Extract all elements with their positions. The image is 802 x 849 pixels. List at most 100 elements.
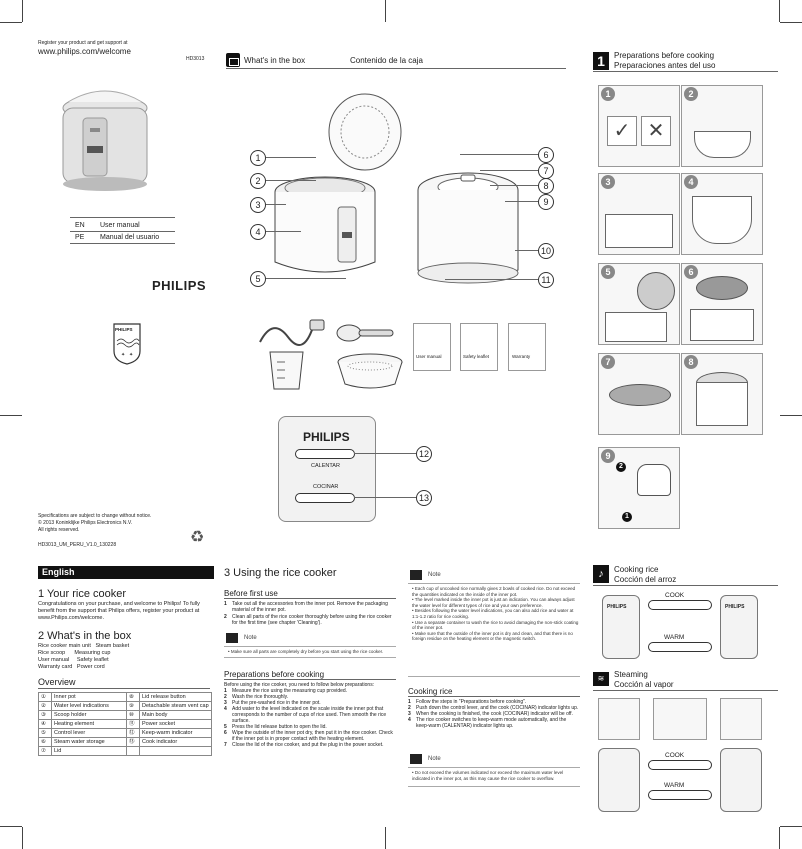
doc-safety-leaflet: Safety leaflet bbox=[460, 323, 498, 371]
using-title: 3 Using the rice cooker bbox=[224, 567, 337, 579]
steam-panel-left bbox=[598, 748, 640, 812]
before-first-use-title: Before first use bbox=[224, 589, 278, 598]
s2-title: 2 What's in the box bbox=[38, 630, 132, 642]
prep-step-8-marker: 8 bbox=[684, 355, 698, 369]
notes-label: Note bbox=[428, 572, 441, 578]
cook-label: COOK bbox=[665, 592, 685, 599]
philips-logo: PHILIPS bbox=[152, 278, 207, 293]
keep-warm-light bbox=[295, 449, 355, 459]
prep-step-9-marker: 9 bbox=[601, 449, 615, 463]
cook-panel-left: PHILIPS bbox=[602, 595, 640, 659]
note1-text: • Make sure all parts are completely dry… bbox=[228, 649, 384, 654]
control-panel-diagram bbox=[278, 416, 376, 522]
callout-10: 10 bbox=[538, 243, 554, 259]
prep-step-9-sub-1: 1 bbox=[622, 512, 632, 522]
svg-text:✦: ✦ bbox=[121, 352, 125, 358]
box-title-es: Contenido de la caja bbox=[350, 56, 423, 65]
note2-label: Note bbox=[428, 756, 441, 762]
steam-warm-label: WARM bbox=[664, 782, 685, 789]
callout-12: 12 bbox=[416, 446, 432, 462]
box-item-2: Rice scoop Measuring cup bbox=[38, 650, 111, 656]
rice-scoop-image bbox=[336, 324, 394, 342]
note-icon bbox=[226, 633, 238, 643]
english-tab: English bbox=[38, 566, 214, 579]
steaming-title-es: Cocción al vapor bbox=[614, 680, 674, 689]
cook-indicator-bar bbox=[648, 600, 712, 610]
shield-text: PHILIPS bbox=[115, 327, 133, 332]
power-cord-image bbox=[259, 319, 325, 346]
steam-cook-bar bbox=[648, 760, 712, 770]
callout-6: 6 bbox=[538, 147, 554, 163]
cooking-title-en: Cooking rice bbox=[614, 565, 659, 574]
doc-warranty: Warranty bbox=[508, 323, 546, 371]
callout-11: 11 bbox=[538, 272, 554, 288]
box-item-4: Warranty card Power cord bbox=[38, 664, 105, 670]
copyright: © 2013 Koninklijke Philips Electronics N… bbox=[38, 520, 133, 526]
lang-code-pe: PE bbox=[75, 234, 85, 241]
prep-title-en: Preparations before cooking bbox=[614, 51, 715, 60]
panel-brand: PHILIPS bbox=[303, 430, 350, 444]
steaming-icon: ≋ bbox=[593, 672, 609, 686]
lang-label-en: User manual bbox=[100, 222, 140, 229]
svg-text:✦: ✦ bbox=[129, 352, 133, 358]
callout-3: 3 bbox=[250, 197, 266, 213]
philips-shield-icon: ✦ ✦ bbox=[113, 323, 141, 365]
prep-before-cooking-title: Preparations before cooking bbox=[224, 670, 325, 679]
callout-9: 9 bbox=[538, 194, 554, 210]
register-text: Register your product and get support at bbox=[38, 40, 128, 46]
callout-5: 5 bbox=[250, 271, 266, 287]
prep-step-3-marker: 3 bbox=[601, 175, 615, 189]
panel-cocinar: COCINAR bbox=[313, 484, 339, 490]
callout-8: 8 bbox=[538, 178, 554, 194]
box-title-en: What's in the box bbox=[244, 56, 306, 65]
box-section-icon bbox=[226, 53, 240, 67]
welcome-url[interactable]: www.philips.com/welcome bbox=[38, 47, 131, 56]
steaming-title-en: Steaming bbox=[614, 670, 648, 679]
s1-text: Congratulations on your purchase, and we… bbox=[38, 601, 200, 621]
prep-step-4-marker: 4 bbox=[684, 175, 698, 189]
doc-user-manual: User manual bbox=[413, 323, 451, 371]
s1-title: 1 Your rice cooker bbox=[38, 588, 127, 600]
warm-label: WARM bbox=[664, 634, 685, 641]
closed-rice-cooker-diagram bbox=[417, 172, 519, 284]
cook-light bbox=[295, 493, 355, 503]
note-icon-3 bbox=[410, 754, 422, 764]
notes-bullets: • Each cup of uncooked rice normally giv… bbox=[412, 586, 579, 642]
prep-step-8-image bbox=[681, 353, 763, 435]
steam-step-3-image bbox=[720, 698, 762, 740]
callout-1: 1 bbox=[250, 150, 266, 166]
cooking-title-es: Cocción del arroz bbox=[614, 575, 677, 584]
panel-calentar: CALENTAR bbox=[311, 463, 340, 469]
steam-panel-right bbox=[720, 748, 762, 812]
note2-text: • Do not exceed the volumes indicated no… bbox=[412, 770, 564, 781]
box-item-1: Rice cooker main unit Steam basket bbox=[38, 643, 130, 649]
lang-label-pe: Manual del usuario bbox=[100, 234, 160, 241]
rights: All rights reserved. bbox=[38, 527, 80, 533]
prep-step-9-sub-2: 2 bbox=[616, 462, 626, 472]
prep-intro: Before using the rice cooker, you need t… bbox=[224, 682, 375, 688]
callout-4: 4 bbox=[250, 224, 266, 240]
box-item-3: User manual Safety leaflet bbox=[38, 657, 109, 663]
cooking-icon: ♪ bbox=[593, 565, 609, 583]
rice-cooker-cover-image bbox=[62, 90, 148, 191]
steam-step-1-image bbox=[598, 698, 640, 740]
prep-section-number: 1 bbox=[593, 52, 609, 70]
warm-indicator-bar bbox=[648, 642, 712, 652]
steam-step-2-image bbox=[653, 698, 707, 740]
prep-step-7-marker: 7 bbox=[601, 355, 615, 369]
callout-13: 13 bbox=[416, 490, 432, 506]
prep-step-1-marker: 1 bbox=[601, 87, 615, 101]
open-rice-cooker-diagram bbox=[274, 93, 402, 273]
measuring-cup-image bbox=[269, 351, 304, 390]
callout-7: 7 bbox=[538, 163, 554, 179]
